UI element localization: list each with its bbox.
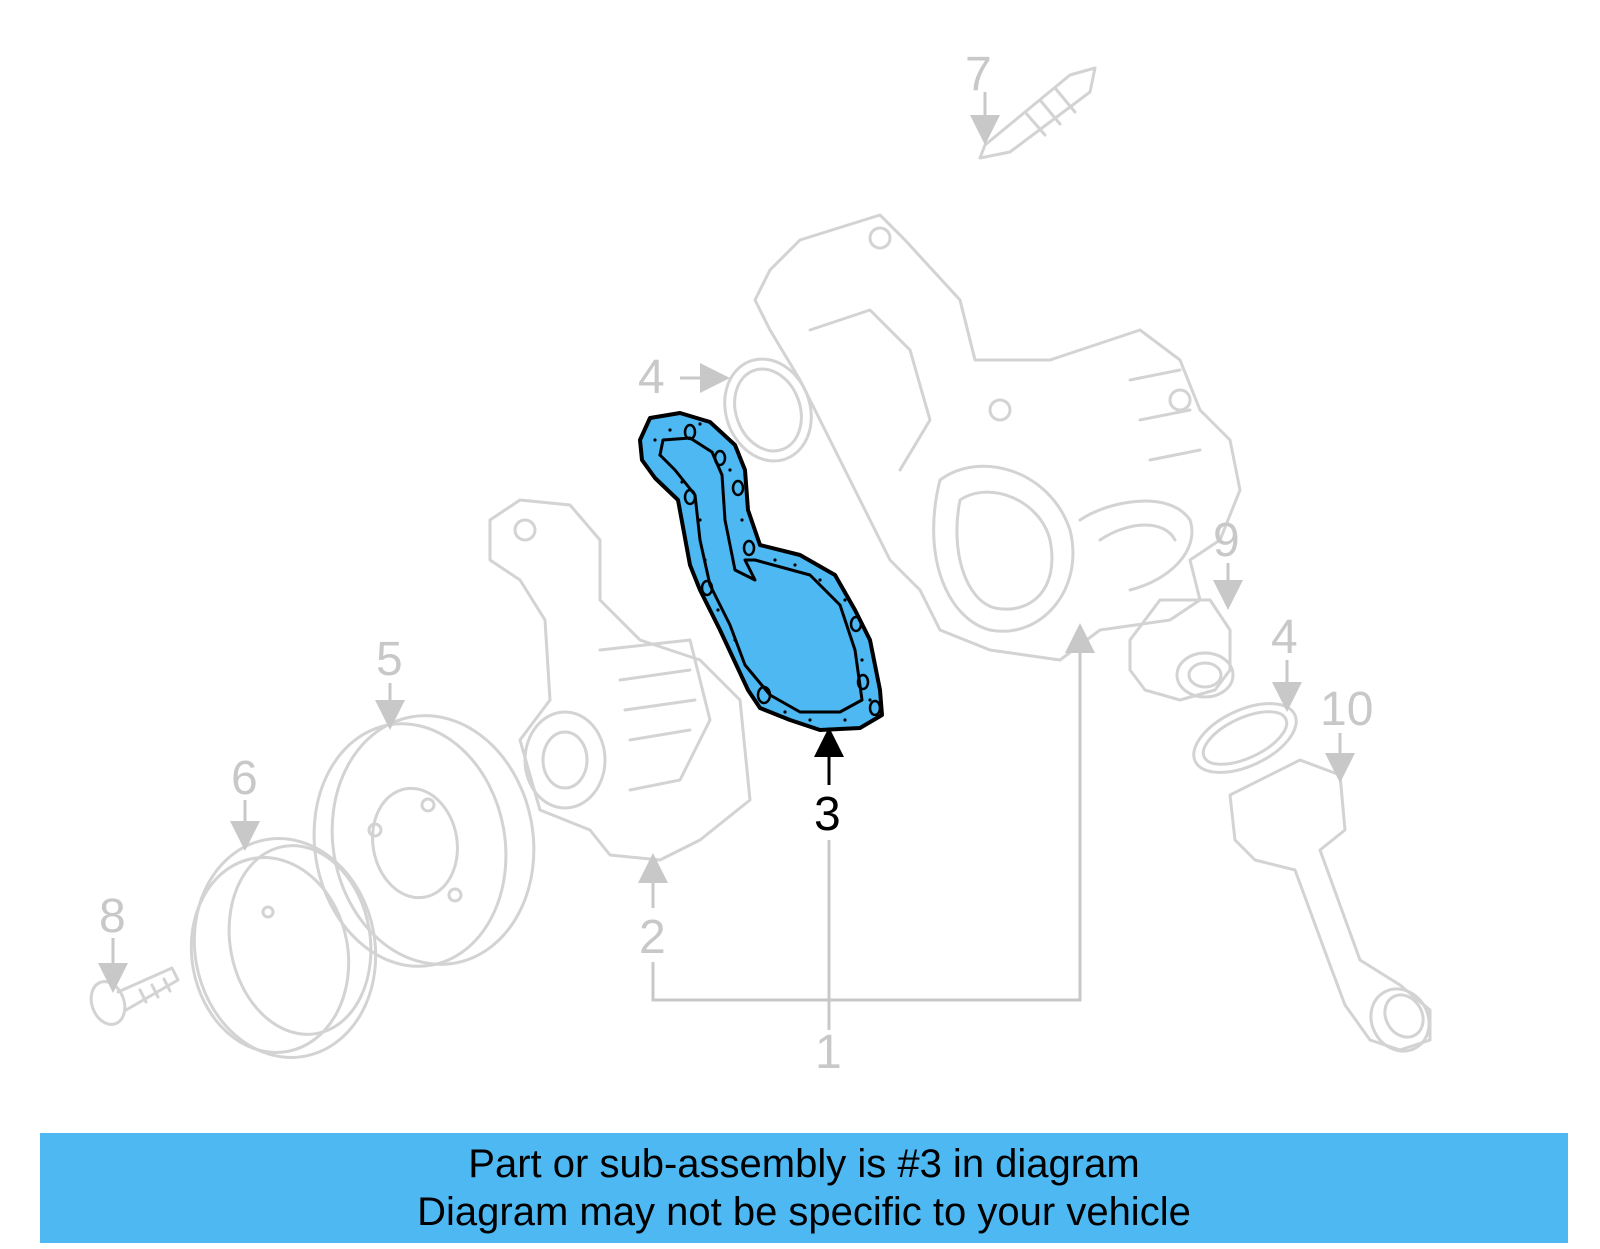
- callout-4-upper: 4: [638, 351, 665, 404]
- part-8-bolt: [89, 966, 180, 1026]
- banner-line-2: Diagram may not be specific to your vehi…: [417, 1190, 1191, 1234]
- callout-9: 9: [1213, 514, 1240, 567]
- callout-numbers: 7 4 9 4 10 5 6 8 2 1 3: [99, 48, 1373, 1079]
- part-7-stud: [978, 66, 1097, 160]
- part-3-gasket-highlighted: [638, 411, 884, 732]
- callout-8: 8: [99, 890, 126, 943]
- part-2-water-pump: [488, 498, 752, 862]
- callout-3-highlighted: 3: [814, 788, 841, 841]
- callout-lines: [98, 92, 1355, 1030]
- callout-1: 1: [815, 1026, 842, 1079]
- part-1-housing: [753, 213, 1242, 662]
- info-banner: Part or sub-assembly is #3 in diagram Di…: [40, 1133, 1568, 1243]
- banner-line-1: Part or sub-assembly is #3 in diagram: [468, 1142, 1140, 1186]
- callout-5: 5: [376, 633, 403, 686]
- callout-2: 2: [639, 911, 666, 964]
- part-9-thermostat: [1128, 598, 1235, 702]
- part-4-lower-oring: [1192, 702, 1298, 774]
- part-4-upper-oring: [723, 357, 813, 463]
- callout-6: 6: [231, 752, 258, 805]
- callout-10: 10: [1320, 683, 1373, 736]
- part-6-pulley: [189, 837, 378, 1059]
- part-5-pulley: [312, 714, 536, 968]
- callout-7: 7: [965, 48, 992, 101]
- part-10-outlet: [1228, 758, 1432, 1053]
- callout-4-lower: 4: [1271, 611, 1298, 664]
